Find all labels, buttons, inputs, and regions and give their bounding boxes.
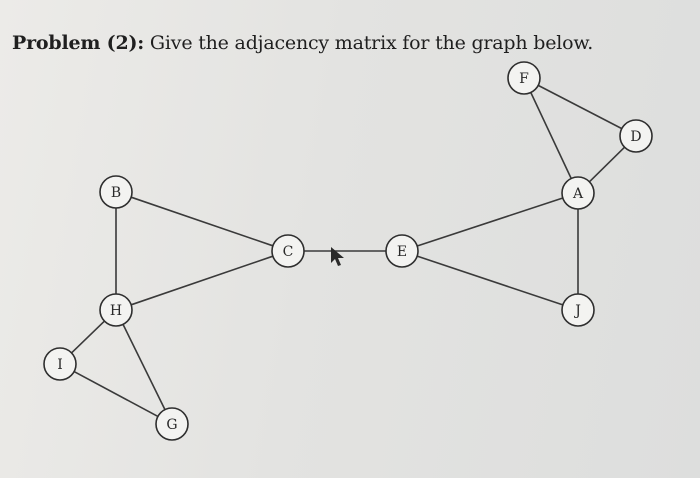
edge-e-j xyxy=(416,255,564,306)
node-circle xyxy=(99,293,133,327)
node-b: B xyxy=(99,175,133,209)
problem-text: Give the adjacency matrix for the graph … xyxy=(144,32,594,54)
node-d: D xyxy=(619,119,653,153)
node-label: B xyxy=(111,185,121,201)
mouse-pointer-icon xyxy=(331,247,344,266)
edge-a-e xyxy=(416,197,564,247)
edge-b-c xyxy=(130,196,274,247)
node-label: C xyxy=(283,244,294,260)
node-label: H xyxy=(110,303,122,319)
node-label: J xyxy=(573,303,581,319)
node-g: G xyxy=(155,407,189,441)
node-circle xyxy=(561,293,595,327)
node-circle xyxy=(99,175,133,209)
node-label: G xyxy=(166,417,177,433)
graph-nodes: F D B A C E H J I G xyxy=(43,61,653,441)
node-label: A xyxy=(572,186,584,202)
node-circle xyxy=(561,176,595,210)
node-h: H xyxy=(99,293,133,327)
node-circle xyxy=(619,119,653,153)
problem-label: Problem (2): xyxy=(12,32,145,54)
node-i: I xyxy=(43,347,77,381)
node-label: F xyxy=(519,71,529,87)
node-j: J xyxy=(561,293,595,327)
edge-f-d xyxy=(537,84,623,130)
edge-f-a xyxy=(530,92,572,179)
node-label: E xyxy=(397,244,407,260)
problem-statement: Problem (2): Give the adjacency matrix f… xyxy=(12,32,593,54)
graph-edges xyxy=(70,84,626,418)
node-circle xyxy=(43,347,77,381)
node-label: I xyxy=(57,357,63,373)
node-circle xyxy=(271,234,305,268)
edge-i-g xyxy=(73,370,159,418)
node-a: A xyxy=(561,176,595,210)
edge-h-g xyxy=(122,324,166,410)
edge-h-i xyxy=(70,320,106,354)
node-e: E xyxy=(385,234,419,268)
node-f: F xyxy=(507,61,541,95)
node-circle xyxy=(155,407,189,441)
node-label: D xyxy=(630,129,641,145)
node-c: C xyxy=(271,234,305,268)
edge-d-a xyxy=(588,146,626,183)
node-circle xyxy=(385,234,419,268)
edge-h-c xyxy=(130,255,274,306)
node-circle xyxy=(507,61,541,95)
